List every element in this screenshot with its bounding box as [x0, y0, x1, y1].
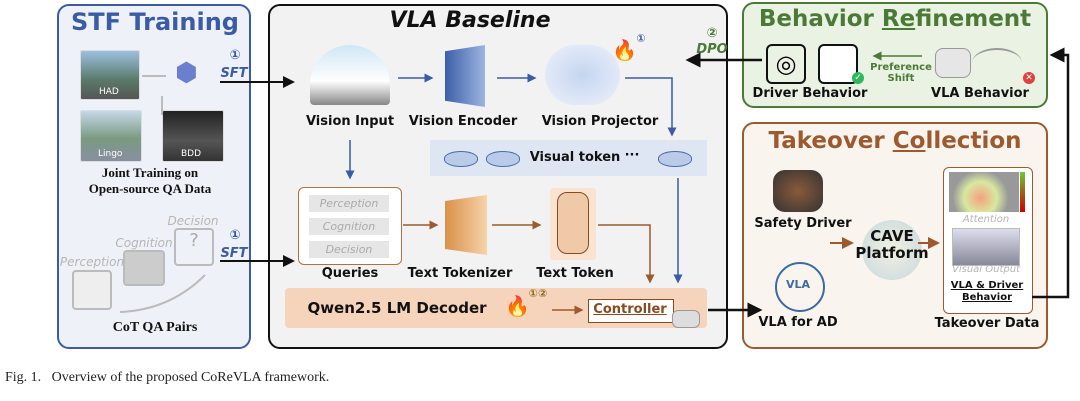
driver-behavior-label: Driver Behavior	[752, 86, 868, 101]
controller-car-icon	[672, 310, 700, 328]
dpo-label: DPO	[696, 42, 728, 57]
dpo-marker: ②	[706, 26, 718, 41]
vla-network-icon	[775, 262, 825, 312]
visual-token	[444, 151, 478, 167]
decoder-label: Qwen2.5 LM Decoder	[307, 299, 487, 317]
arrow-texttoken-decoder	[598, 224, 655, 284]
vision-encoder-label: Vision Encoder	[408, 114, 518, 129]
sft-marker-1: ①	[229, 48, 241, 63]
query-decision: Decision	[309, 241, 389, 258]
visual-token	[486, 151, 520, 167]
visual-token-ellipsis: ···	[624, 148, 640, 163]
safety-driver-label: Safety Driver	[754, 216, 852, 231]
attention-map-image	[949, 172, 1019, 212]
text-tokenizer-icon	[445, 195, 487, 255]
decision-icon: ?	[174, 228, 214, 266]
trajectory-icon	[972, 48, 1022, 78]
decoder-markers: ①②	[528, 287, 548, 300]
vla-for-ad-label: VLA for AD	[758, 315, 838, 330]
vla-title: VLA Baseline	[389, 8, 551, 33]
cross-icon: ✕	[1023, 72, 1035, 84]
projector-marker: ①	[636, 32, 646, 45]
text-token-label: Text Token	[536, 266, 614, 281]
steering-wheel-icon: ◎	[766, 44, 806, 84]
visual-output-image	[952, 228, 1020, 266]
sft-label-1: SFT	[220, 66, 248, 81]
vision-input-car-icon	[310, 45, 390, 105]
road-icon	[72, 270, 112, 310]
cot-cognition-label: Cognition	[115, 236, 173, 250]
cot-qa-caption: CoT QA Pairs	[112, 320, 198, 335]
cot-decision-label: Decision	[167, 214, 219, 228]
fire-icon: 🔥	[612, 38, 637, 62]
pedestrian-cyclist-icon	[123, 250, 165, 286]
cubes-icon: ⬢	[175, 58, 198, 88]
feedback-arrow	[1032, 47, 1070, 299]
controller-box	[588, 299, 674, 323]
arrow-stf-cubes	[142, 75, 166, 115]
dataset-bdd-image: BDD	[162, 110, 224, 162]
pedal-icon	[818, 44, 858, 84]
vla-icon-label: VLA	[785, 278, 811, 291]
query-cognition: Cognition	[309, 218, 389, 235]
attention-colorbar	[1020, 172, 1025, 212]
vla-behavior-label: VLA Behavior	[931, 86, 1029, 101]
visual-token	[658, 151, 692, 167]
arrow-projector-token	[625, 77, 677, 137]
queries-label: Queries	[321, 266, 379, 281]
cot-progress-arrow	[119, 274, 206, 313]
queries-box: Perception Cognition Decision	[298, 187, 402, 265]
vision-projector-label: Vision Projector	[541, 114, 659, 129]
text-token-stack-icon	[550, 188, 596, 260]
stf-title: STF Training	[71, 8, 239, 36]
dataset-lingo-image: Lingo	[80, 110, 142, 162]
cave-globe-icon	[862, 220, 922, 280]
attention-label: Attention	[962, 214, 1010, 225]
check-icon: ✓	[852, 72, 864, 84]
takeover-data-label: Takeover Data	[934, 316, 1040, 331]
query-perception: Perception	[309, 195, 389, 212]
figure-caption: Fig. 1. Overview of the proposed CoReVLA…	[5, 370, 330, 385]
decoder-fire-icon: 🔥	[505, 294, 530, 318]
dataset-had-image: HAD	[80, 50, 140, 100]
vision-input-label: Vision Input	[305, 114, 395, 129]
sft-label-2: SFT	[220, 246, 248, 261]
visual-token-label: Visual token	[529, 150, 621, 165]
refinement-title: Behavior Refinement	[758, 6, 1032, 32]
controller-label: Controller	[593, 302, 667, 317]
sft-marker-2: ①	[229, 228, 241, 243]
visual-output-label: Visual Output	[952, 264, 1020, 275]
vision-encoder-icon	[445, 45, 485, 107]
vla-car-icon	[935, 48, 971, 78]
cot-perception-label: Perception	[59, 255, 125, 269]
vision-projector-network-icon	[545, 45, 620, 105]
safety-driver-icon	[773, 170, 823, 212]
text-tokenizer-label: Text Tokenizer	[407, 266, 513, 281]
takeover-title: Takeover Collection	[768, 128, 1022, 154]
